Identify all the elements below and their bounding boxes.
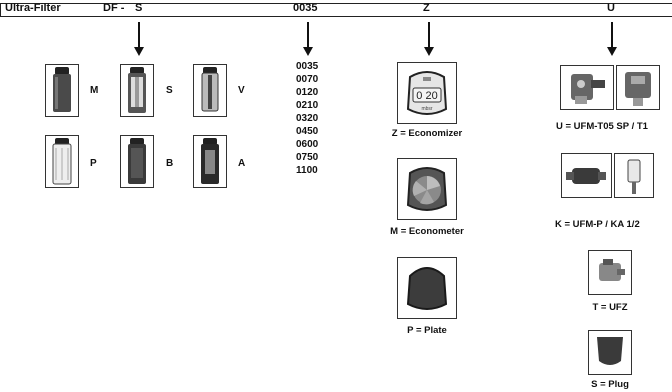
element-label: V <box>238 85 245 96</box>
down-arrow-icon <box>134 22 144 56</box>
filter-element-b-icon <box>120 135 154 188</box>
element-label: B <box>166 158 174 169</box>
ka-fitting-icon <box>614 153 654 198</box>
header-series: DF - <box>103 2 125 14</box>
header-product: Ultra-Filter <box>5 2 61 14</box>
indicator-label: Z = Economizer <box>391 128 463 139</box>
size-code: 0210 <box>296 100 319 111</box>
element-label: M <box>90 85 99 96</box>
ufm-t05-sensor-icon <box>560 65 614 110</box>
plug-icon <box>588 330 632 375</box>
indicator-label: P = Plate <box>407 325 447 336</box>
header-bar <box>0 3 672 17</box>
ufz-icon <box>588 250 632 295</box>
element-label: A <box>238 158 246 169</box>
size-code: 0320 <box>296 113 319 124</box>
filter-element-a-icon <box>193 135 227 188</box>
size-code: 0035 <box>296 61 319 72</box>
plate-icon <box>397 257 457 319</box>
down-arrow-icon <box>303 22 313 56</box>
size-code: 0600 <box>296 139 319 150</box>
down-arrow-icon <box>424 22 434 56</box>
ufm-t1-sensor-icon <box>616 65 660 110</box>
ufm-p-sensor-icon <box>561 153 612 198</box>
filter-element-s-icon <box>120 64 154 117</box>
filter-element-m-icon <box>45 64 79 117</box>
indicator-label: M = Econometer <box>390 226 464 237</box>
element-label: S <box>166 85 173 96</box>
accessory-label: T = UFZ <box>592 302 628 313</box>
economizer-brand: mbsr <box>421 106 432 112</box>
size-code: 0120 <box>296 87 319 98</box>
economizer-display: 0 20 <box>416 90 437 102</box>
accessory-label: S = Plug <box>591 379 629 390</box>
accessory-label: K = UFM-P / KA 1/2 <box>555 219 640 230</box>
header-accessory-code: U <box>607 2 615 14</box>
size-code: 0750 <box>296 152 319 163</box>
size-code: 1100 <box>296 165 318 176</box>
size-code: 0450 <box>296 126 319 137</box>
accessory-label: U = UFM-T05 SP / T1 <box>556 121 648 132</box>
econometer-icon <box>397 158 457 220</box>
filter-element-v-icon <box>193 64 227 117</box>
header-element-code: S <box>135 2 143 14</box>
down-arrow-icon <box>607 22 617 56</box>
size-code: 0070 <box>296 74 319 85</box>
element-label: P <box>90 158 97 169</box>
economizer-icon: 0 20 mbsr <box>397 62 457 124</box>
filter-element-p-icon <box>45 135 79 188</box>
header-indicator-code: Z <box>423 2 430 14</box>
header-size-code: 0035 <box>293 2 318 14</box>
